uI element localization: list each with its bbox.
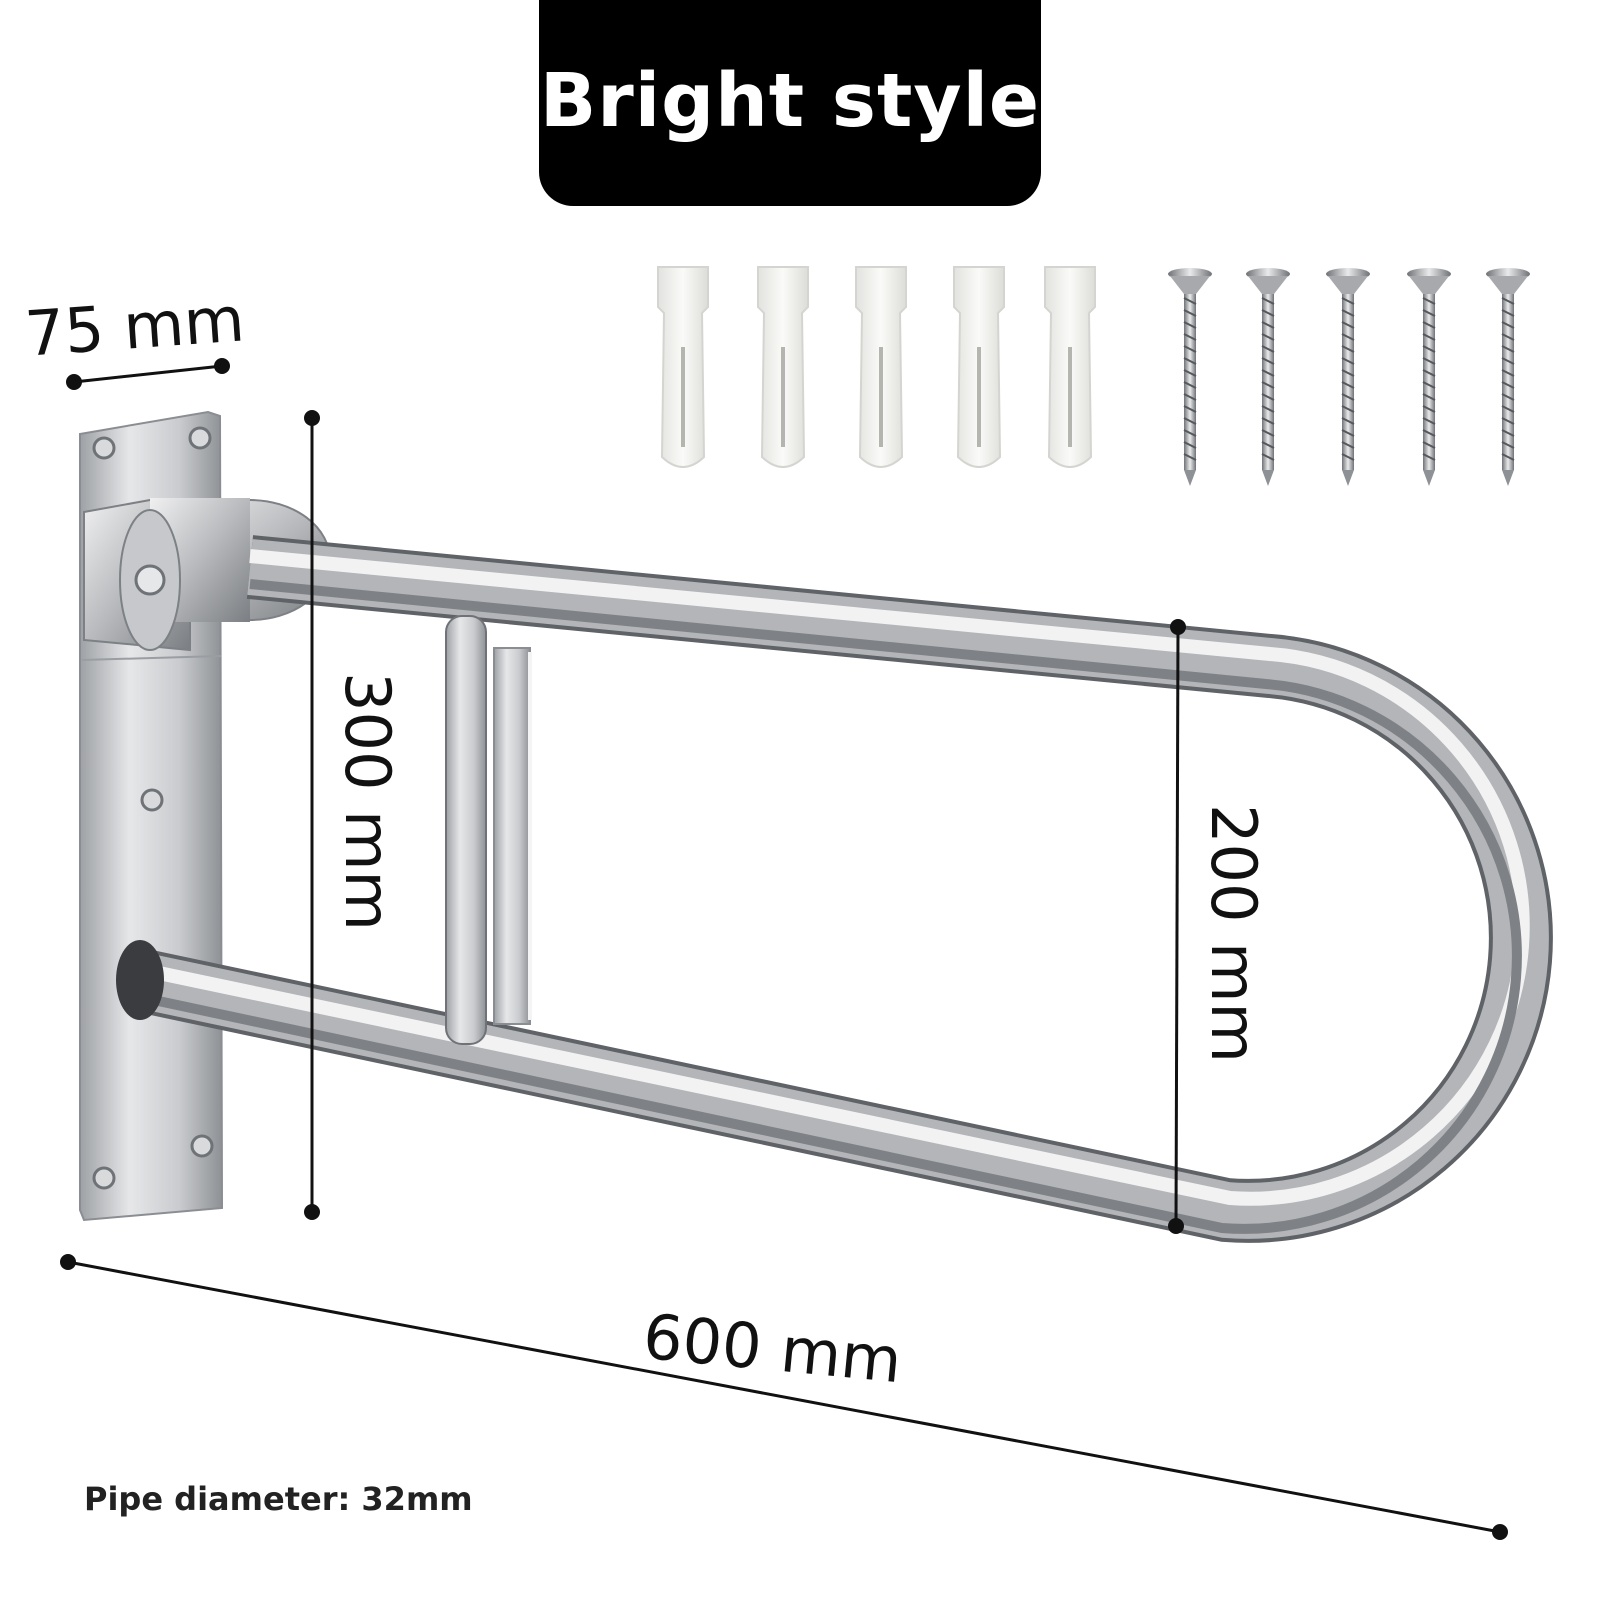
dimension-label-plate-width: 75 mm bbox=[22, 282, 247, 371]
grab-bar bbox=[116, 535, 1553, 1243]
screw-5 bbox=[1486, 268, 1530, 486]
dim-line-200 bbox=[1174, 626, 1180, 1227]
screw-1 bbox=[1168, 268, 1212, 486]
title-banner: Bright style bbox=[539, 0, 1041, 206]
screw-3 bbox=[1326, 268, 1370, 486]
dimension-label-loop-height: 200 mm bbox=[1196, 804, 1270, 1063]
screw-4 bbox=[1407, 268, 1451, 486]
anchor-5 bbox=[1044, 266, 1096, 468]
screw-2 bbox=[1246, 268, 1290, 486]
anchor-1 bbox=[657, 266, 709, 468]
page-title: Bright style bbox=[539, 58, 1041, 144]
anchor-2 bbox=[757, 266, 809, 468]
wall-anchors bbox=[657, 266, 1096, 468]
pipe-diameter-note: Pipe diameter: 32mm bbox=[84, 1480, 473, 1518]
dim-line-75 bbox=[73, 364, 223, 384]
screws bbox=[1168, 268, 1530, 486]
dimension-label-height: 300 mm bbox=[330, 672, 404, 931]
dim-line-600 bbox=[67, 1260, 1501, 1534]
dimension-lines bbox=[60, 358, 1508, 1540]
anchor-3 bbox=[855, 266, 907, 468]
anchor-4 bbox=[953, 266, 1005, 468]
